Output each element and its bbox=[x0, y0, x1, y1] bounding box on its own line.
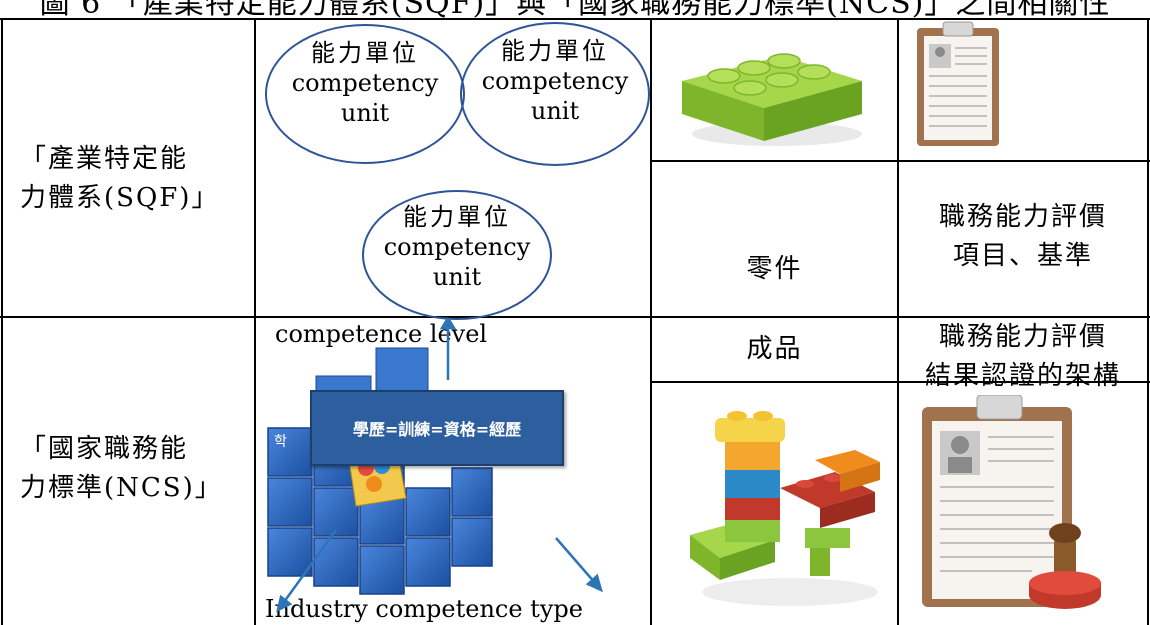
sub-row-divider-2 bbox=[650, 381, 1150, 383]
lego-brick-icon bbox=[682, 53, 862, 146]
cube-diagram: 학 bbox=[267, 318, 603, 613]
competency-unit-ellipse-1: 能力單位 competency unit bbox=[265, 24, 465, 164]
col-border-left bbox=[1, 18, 3, 625]
row-divider bbox=[0, 316, 1150, 318]
sub-row-divider-1 bbox=[650, 160, 1150, 162]
ncs-row-label: 「國家職務能 力標準(NCS)」 bbox=[20, 434, 223, 503]
table-border-top bbox=[0, 18, 1150, 20]
col-divider-1 bbox=[254, 18, 256, 625]
parts-label: 零件 bbox=[746, 254, 803, 284]
type-arrow-left bbox=[282, 529, 338, 603]
sqf-row-label: 「產業特定能 力體系(SQF)」 bbox=[20, 144, 220, 213]
clipboard-resume-icon bbox=[917, 21, 999, 146]
competency-unit-ellipse-2: 能力單位 competency unit bbox=[460, 22, 650, 166]
cube-glyph: 학 bbox=[274, 434, 287, 450]
col-border-right bbox=[1147, 18, 1149, 625]
type-arrow-right bbox=[555, 537, 597, 585]
clipboard-stamp-icon bbox=[922, 395, 1101, 609]
lego-structure-icon bbox=[690, 411, 880, 606]
equivalence-banner: 學歷=訓練=資格=經歷 bbox=[310, 390, 564, 466]
industry-competence-type-label: Industry competence type bbox=[265, 595, 583, 623]
block-cube-icon bbox=[267, 347, 493, 595]
evaluation-framework-text: 職務能力評價 結果認證的架構 bbox=[924, 322, 1121, 391]
evaluation-items-text: 職務能力評價 項目、基準 bbox=[938, 202, 1107, 271]
finished-product-label: 成品 bbox=[746, 334, 803, 364]
col-divider-2 bbox=[650, 18, 652, 625]
competency-unit-ellipse-3: 能力單位 competency unit bbox=[362, 190, 552, 320]
col-divider-3 bbox=[897, 18, 899, 625]
figure-title: 圖 6 「產業特定能力體系(SQF)」與「國家職務能力標準(NCS)」之間相關性 bbox=[39, 0, 1111, 21]
